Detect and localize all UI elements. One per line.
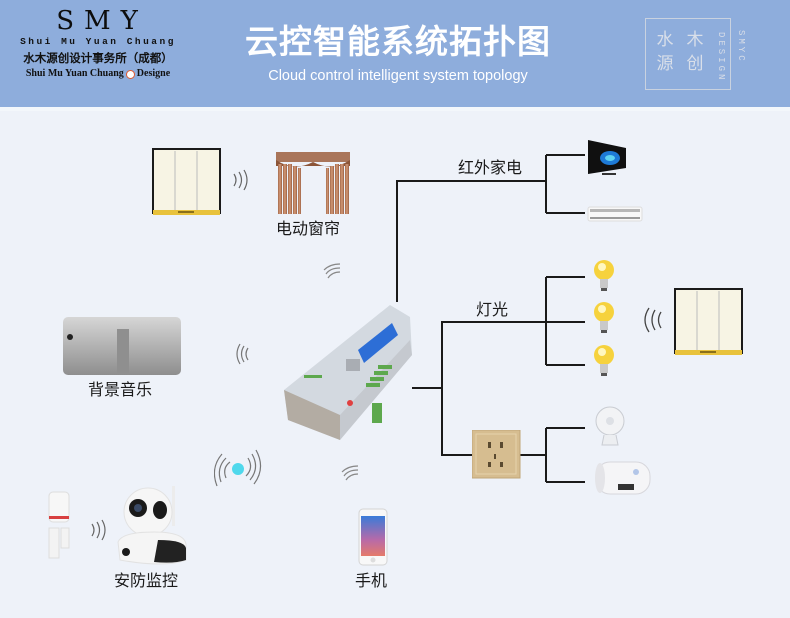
wireless-signal-icon [236,343,249,365]
light-bulb-icon [594,260,614,291]
curtain-icon [276,152,350,214]
security-camera-icon [117,486,187,565]
television-icon [588,140,626,175]
electric-fan-icon [595,406,625,446]
light-bulb-icon [594,302,614,333]
line-hub-to-socket [441,388,472,456]
water-heater-icon [595,461,651,495]
logo-badge-icon [125,69,135,79]
smartphone-icon [358,508,388,566]
cloud-signal-beacon-icon [214,449,262,487]
branch-label-ir: 红外家电 [458,158,523,177]
wireless-signal-icon [644,307,662,333]
logo-company-name: 水木源创设计事务所（成都） [23,51,173,65]
header-divider [0,107,790,111]
cloud-control-host-icon [284,305,412,440]
lighting-wall-switch-icon [674,288,743,355]
logo-tagline: Shui Mu Yuan Chuang Designe [8,67,188,81]
device-label-security: 安防监控 [114,571,179,590]
device-label-curtain: 电动窗帘 [276,219,341,238]
branch-label-lighting: 灯光 [476,300,509,319]
logo-brand: SMY [56,6,148,36]
air-conditioner-icon [587,206,643,222]
wireless-signal-icon [91,519,106,541]
seal-char: 源 [656,54,674,74]
security-sensors-icon [48,491,70,559]
seal-char: 创 [686,54,704,74]
seal-char: 木 [686,30,704,50]
page-subtitle: Cloud control intelligent system topolog… [268,68,528,84]
device-label-phone: 手机 [355,571,388,590]
light-bulb-icon [594,345,614,376]
wireless-signal-icon [341,465,359,481]
seal-vertical-text-design: DESIGN [716,32,726,83]
line-hub-to-lighting [412,321,546,389]
line-hub-to-ir [396,180,546,302]
logo-tagline-suffix: Designe [136,68,171,79]
device-label-music: 背景音乐 [88,380,153,399]
wireless-signal-icon [323,263,341,279]
background-music-speaker-icon [63,317,181,375]
power-socket-icon [472,430,521,479]
seal-stamp: 水 木 源 创 [645,18,731,90]
seal-char: 水 [656,30,674,50]
logo-tagline-prefix: Shui Mu Yuan Chuang [25,68,124,79]
seal-vertical-text-smyc: SMYC [736,30,746,64]
wireless-signal-icon [233,169,248,191]
page-title: 云控智能系统拓扑图 [245,22,551,61]
wall-switch-panel-icon [152,148,221,215]
logo-romanized: Shui Mu Yuan Chuang [20,36,176,47]
company-logo: SMY Shui Mu Yuan Chuang 水木源创设计事务所（成都） Sh… [8,6,188,81]
